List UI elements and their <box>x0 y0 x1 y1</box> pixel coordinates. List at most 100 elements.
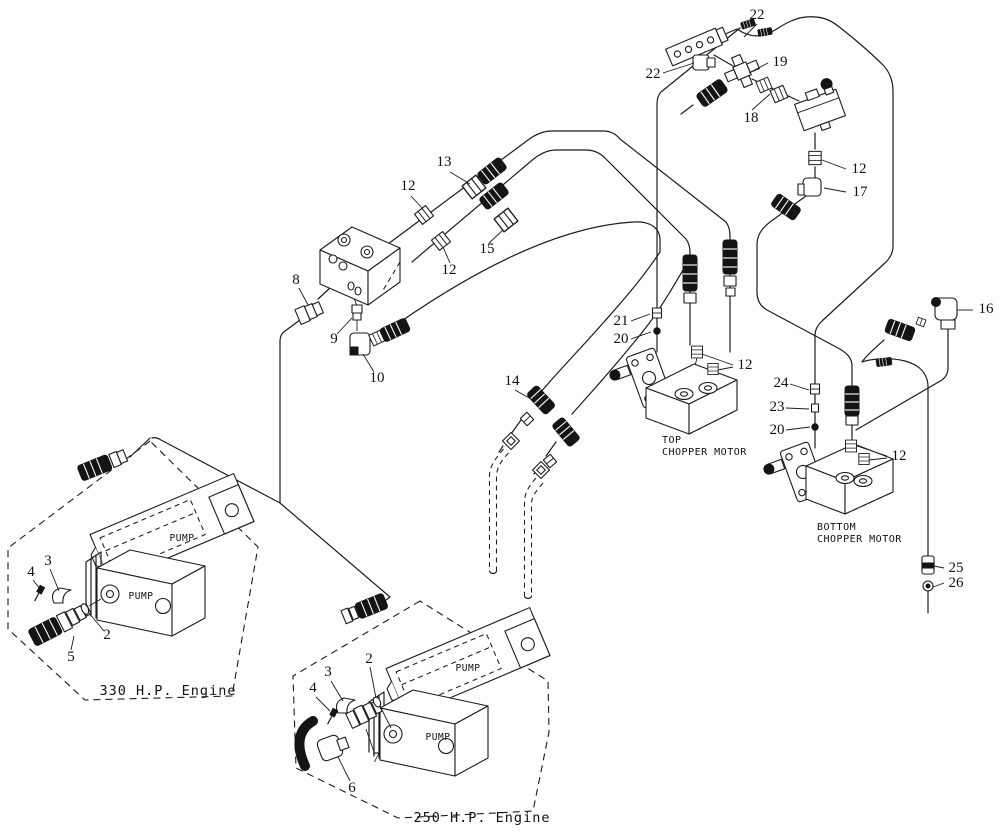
top-motor-port-b <box>698 381 718 395</box>
hose-coupler-330 <box>77 449 129 481</box>
fitting-18 <box>769 84 789 104</box>
bottom-chopper-motor <box>761 440 894 515</box>
callout-numbers: 22 22 19 18 12 17 13 12 15 12 8 9 10 14 … <box>27 7 994 796</box>
hose-18-tail <box>680 104 694 115</box>
callout-8: 8 <box>292 272 300 288</box>
pump-250-bottom <box>368 689 489 777</box>
engine-330-group <box>28 449 255 646</box>
fitting-26 <box>922 580 934 592</box>
callout-10: 10 <box>370 370 385 386</box>
callout-20-top: 20 <box>614 331 629 347</box>
fitting-12-lower <box>430 231 452 251</box>
fitting-12-topmotor-a <box>691 345 703 359</box>
hose-to-top-motor-flange <box>656 27 741 353</box>
top-motor-hoses <box>682 239 738 304</box>
bolt-4-250 <box>327 707 339 725</box>
callout-12-valve: 12 <box>852 161 867 177</box>
top-motor-label-line1: TOP <box>662 435 682 446</box>
center-manifold-block <box>319 226 401 306</box>
callout-24: 24 <box>774 375 790 391</box>
callout-21: 21 <box>614 313 629 329</box>
hose-16-nut <box>915 316 927 328</box>
pump-330-bottom-label: PUMP <box>129 591 154 602</box>
callout-13: 13 <box>437 154 452 170</box>
callout-12-bottommotor: 12 <box>892 448 907 464</box>
tee-fitting-19 <box>724 53 760 89</box>
component-labels: TOP CHOPPER MOTOR BOTTOM CHOPPER MOTOR P… <box>100 435 902 826</box>
hose-valve-17-route <box>756 132 853 386</box>
engine-330-label: 330 H.P. Engine <box>100 683 237 699</box>
hose-14b <box>571 257 691 415</box>
hose-22-coupling-b <box>757 27 773 37</box>
callout-22-top: 22 <box>750 7 765 23</box>
engine-250-group <box>294 593 551 777</box>
callout-7: 7 <box>372 750 380 766</box>
hose-13-route <box>387 130 731 353</box>
top-fitting-cluster <box>665 18 847 222</box>
callout-26: 26 <box>949 575 965 591</box>
callout-17: 17 <box>853 184 869 200</box>
callout-leader-lines <box>32 23 973 782</box>
callout-6: 6 <box>348 780 356 796</box>
tube-14a-fitting <box>501 431 521 451</box>
callout-19: 19 <box>773 54 788 70</box>
top-motor-port-a <box>674 387 694 401</box>
callout-2-250: 2 <box>365 651 373 667</box>
callout-22-left: 22 <box>646 66 661 82</box>
bolt-4-330 <box>34 584 46 602</box>
callout-18: 18 <box>744 110 759 126</box>
hose-8-route <box>129 287 391 604</box>
callout-12-upper: 12 <box>401 178 416 194</box>
fitting-20-top <box>653 327 661 335</box>
elbow-22-fitting <box>692 54 716 71</box>
hose-routing <box>129 16 949 614</box>
callout-16: 16 <box>979 301 995 317</box>
hose-6-black <box>294 716 318 771</box>
callout-12-lower: 12 <box>442 262 457 278</box>
hose-15-route <box>411 149 691 346</box>
callout-20-bottom: 20 <box>770 422 785 438</box>
hose-14a <box>535 251 661 399</box>
fitting-15 <box>493 207 519 233</box>
fitting-12-bottommotor-b <box>858 452 870 466</box>
engine-250-boundary <box>292 600 550 819</box>
fitting-12-topmotor-b <box>707 362 719 376</box>
hose-13-sleeve <box>476 156 508 186</box>
engine-330-boundary <box>7 440 259 701</box>
fitting-9 <box>351 304 363 321</box>
fitting-23 <box>810 403 820 413</box>
bottom-motor-hose <box>844 385 860 426</box>
fitting-8 <box>294 301 324 325</box>
callout-3-250: 3 <box>324 664 332 680</box>
clamp-3-330 <box>51 587 72 604</box>
hose-17-sleeve <box>769 192 803 222</box>
tube-14b <box>523 477 544 596</box>
hose-14a-nut <box>519 411 535 427</box>
o-ring-2-250 <box>372 696 382 708</box>
hose-16-coupler <box>883 318 917 342</box>
hose-14a-sleeve <box>525 384 557 416</box>
elbow-17 <box>797 177 822 197</box>
callout-15: 15 <box>480 241 495 257</box>
elbow-16 <box>931 297 958 330</box>
bottom-motor-port-a <box>835 471 855 485</box>
hose-16-drop <box>855 326 949 431</box>
pump-330-bottom <box>85 549 206 637</box>
elbow-10 <box>349 332 371 356</box>
callout-5: 5 <box>67 649 75 665</box>
tube-14a <box>488 448 509 571</box>
callout-3-330: 3 <box>44 553 52 569</box>
top-motor-label-line2: CHOPPER MOTOR <box>662 447 747 458</box>
hose-10-sleeve <box>378 317 412 343</box>
callout-4-330: 4 <box>27 564 35 580</box>
fitting-25 <box>921 555 935 575</box>
fitting-21 <box>651 307 663 319</box>
pump-250-top-label: PUMP <box>456 663 481 674</box>
callout-4-250: 4 <box>309 680 317 696</box>
callout-14: 14 <box>505 373 521 389</box>
fitting-20-bottom <box>811 423 819 431</box>
bottom-motor-port-b <box>853 474 873 488</box>
top-chopper-motor <box>607 346 738 435</box>
pump-250-bottom-label: PUMP <box>426 732 451 743</box>
